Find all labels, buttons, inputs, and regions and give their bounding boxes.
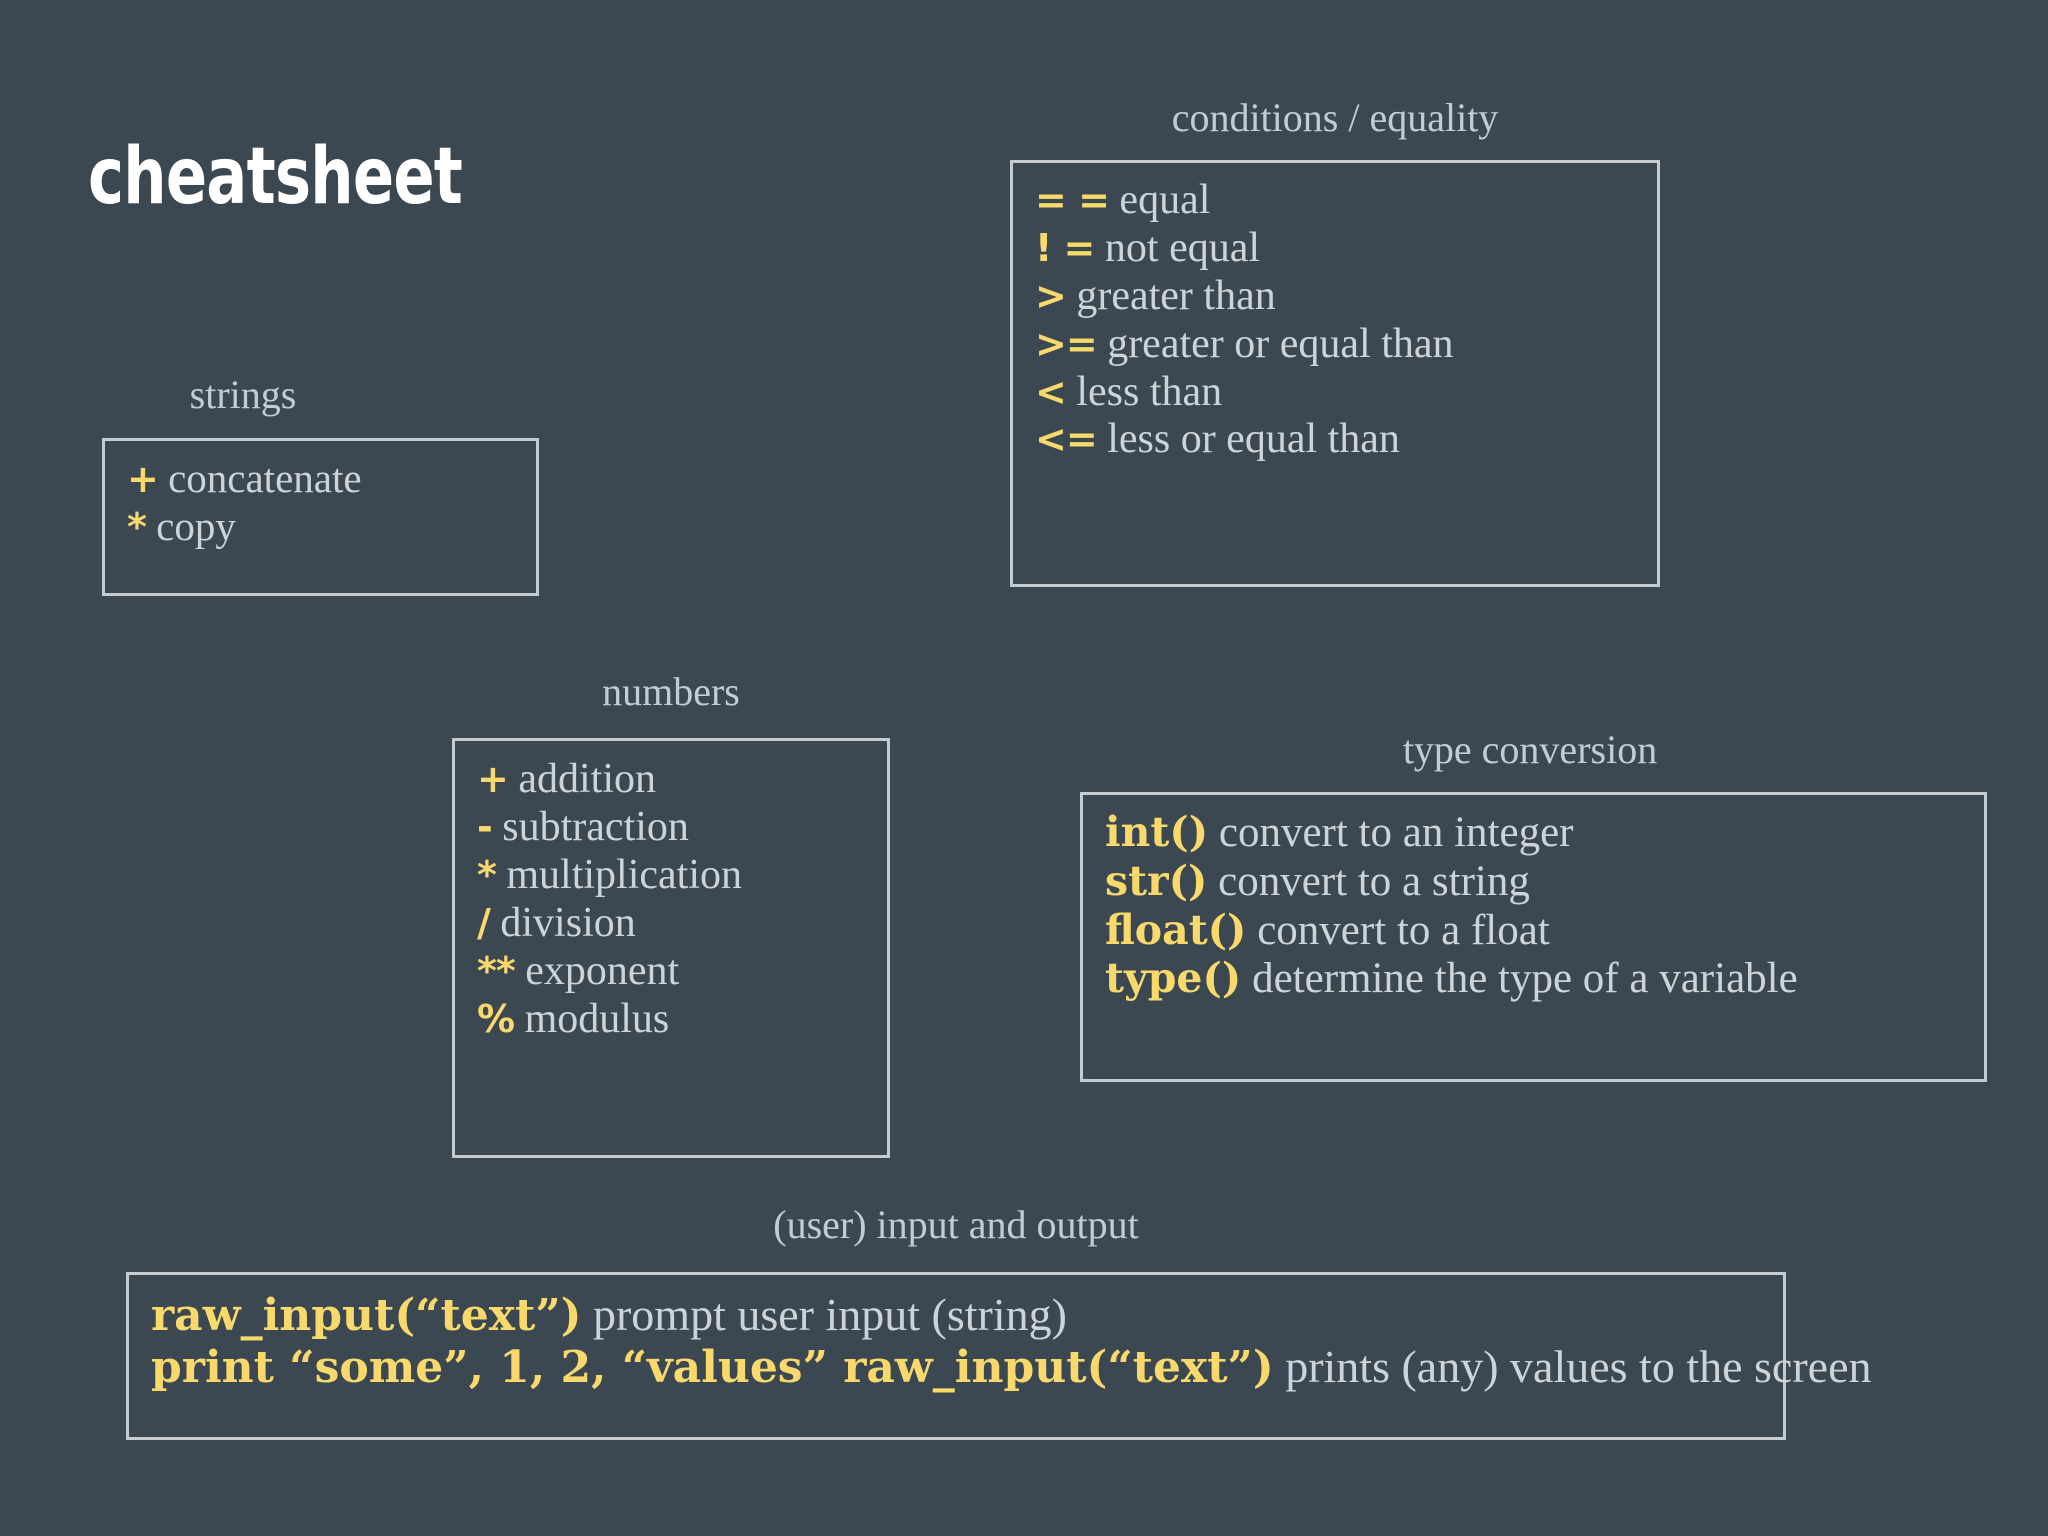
operator-symbol: < (1035, 369, 1067, 414)
operator-description: less than (1076, 368, 1223, 415)
list-item: + addition (477, 755, 887, 803)
function-name: print “some”, 1, 2, “values” raw_input(“… (151, 1341, 1274, 1393)
operator-symbol: > (1035, 273, 1067, 318)
function-name: float() (1105, 905, 1247, 954)
type-conversion-box-content: int() convert to an integer str() conver… (1083, 795, 1984, 1018)
list-item: = = equal (1035, 177, 1657, 225)
operator-description: equal (1119, 177, 1211, 223)
input-output-heading: (user) input and output (773, 1202, 1139, 1247)
operator-symbol: + (127, 457, 159, 501)
list-item: type() determine the type of a variable (1105, 955, 1984, 1004)
list-item: - subtraction (477, 803, 887, 851)
strings-box: + concatenate * copy (102, 438, 539, 596)
operator-description: not equal (1104, 224, 1261, 271)
numbers-heading: numbers (602, 669, 740, 714)
page-title: cheatsheet (88, 132, 463, 222)
list-item: int() convert to an integer (1105, 809, 1984, 858)
operator-symbol: <= (1035, 417, 1098, 462)
input-output-box: raw_input(“text”) prompt user input (str… (126, 1272, 1872, 1440)
function-name: str() (1105, 856, 1208, 905)
type-conversion-box: int() convert to an integer str() conver… (1080, 792, 1987, 1082)
function-description: prompt user input (string) (592, 1289, 1067, 1340)
list-item: ** exponent (477, 947, 887, 995)
operator-symbol: * (477, 853, 497, 898)
list-item: + concatenate (127, 455, 536, 503)
operator-description: multiplication (506, 852, 743, 899)
conditions-box-content: = = equal ! = not equal > greater than >… (1013, 163, 1657, 478)
list-item: <= less or equal than (1035, 416, 1657, 464)
list-item: > greater than (1035, 273, 1657, 321)
operator-description: modulus (524, 996, 670, 1043)
operator-symbol: + (477, 757, 509, 801)
strings-heading: strings (189, 372, 297, 417)
numbers-box: + addition - subtraction * multiplicatio… (452, 738, 890, 1158)
list-item: ! = not equal (1035, 225, 1657, 273)
function-description: convert to an integer (1218, 809, 1574, 856)
operator-symbol: = = (1035, 178, 1110, 222)
list-item: float() convert to a float (1105, 905, 1984, 956)
list-item: < less than (1035, 369, 1657, 417)
conditions-box: = = equal ! = not equal > greater than >… (1010, 160, 1660, 587)
operator-description: exponent (525, 948, 680, 995)
function-description: convert to a float (1257, 906, 1550, 954)
operator-description: copy (156, 502, 236, 549)
function-description: convert to a string (1218, 857, 1530, 905)
operator-symbol: ! = (1035, 225, 1095, 270)
operator-symbol: * (127, 504, 147, 549)
strings-box-content: + concatenate * copy (105, 441, 536, 565)
function-description: determine the type of a variable (1252, 955, 1798, 1003)
list-item: raw_input(“text”) prompt user input (str… (151, 1289, 1783, 1341)
list-item: % modulus (477, 995, 887, 1043)
function-description: prints (any) values to the screen (1285, 1340, 1872, 1392)
function-name: int() (1105, 808, 1209, 856)
list-item: print “some”, 1, 2, “values” raw_input(“… (151, 1341, 1872, 1393)
function-name: type() (1105, 954, 1242, 1003)
list-item: str() convert to a string (1105, 858, 1984, 907)
function-name: raw_input(“text”) (151, 1290, 582, 1341)
list-item: >= greater or equal than (1035, 321, 1657, 369)
operator-symbol: % (477, 997, 515, 1042)
operator-description: addition (518, 756, 656, 802)
operator-description: greater or equal than (1107, 320, 1454, 367)
operator-symbol: / (477, 901, 491, 946)
operator-symbol: >= (1035, 321, 1098, 366)
operator-description: division (500, 900, 636, 947)
numbers-box-content: + addition - subtraction * multiplicatio… (455, 741, 887, 1057)
operator-description: less or equal than (1107, 416, 1400, 463)
input-output-box-content: raw_input(“text”) prompt user input (str… (129, 1275, 1872, 1406)
operator-description: greater than (1076, 272, 1276, 319)
list-item: / division (477, 899, 887, 947)
list-item: * multiplication (477, 851, 887, 899)
type-conversion-heading: type conversion (1402, 727, 1658, 772)
list-item: * copy (127, 503, 536, 551)
conditions-heading: conditions / equality (1171, 95, 1499, 140)
operator-symbol: ** (477, 949, 516, 994)
operator-symbol: - (477, 805, 493, 850)
operator-description: subtraction (502, 804, 689, 851)
operator-description: concatenate (168, 455, 362, 501)
